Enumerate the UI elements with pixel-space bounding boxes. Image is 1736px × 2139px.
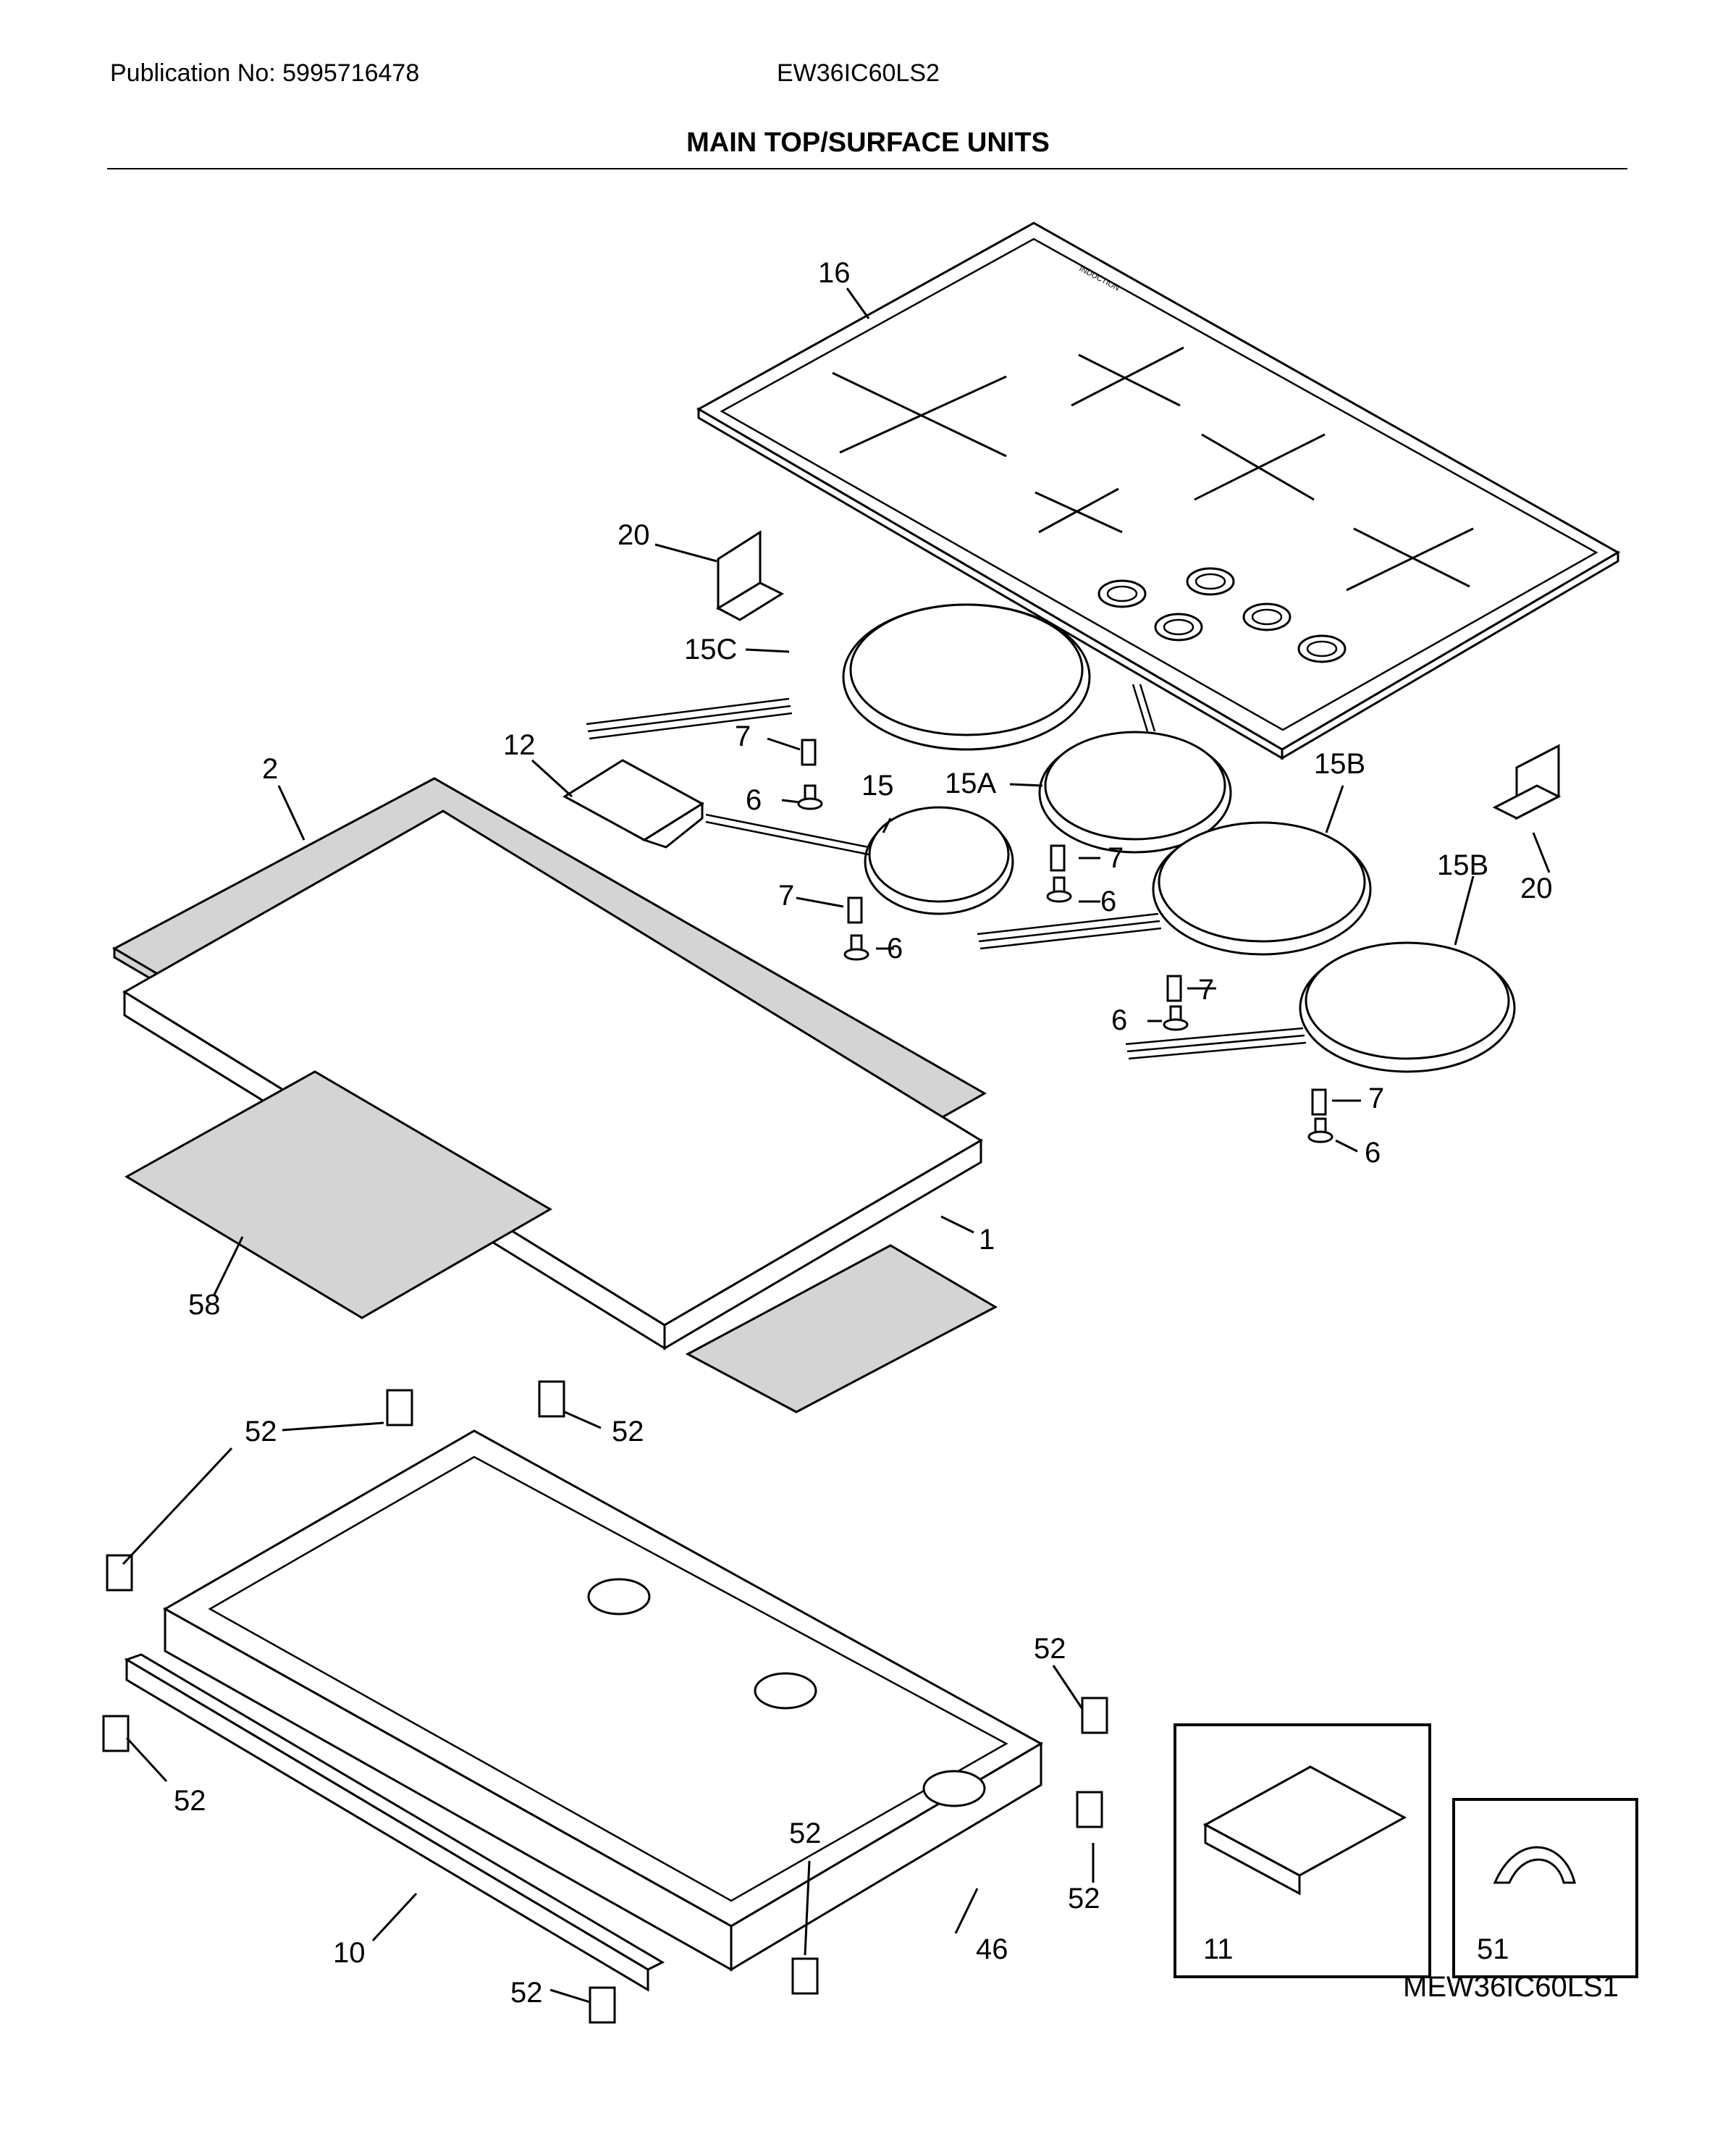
induction-element-part-15[interactable] — [705, 806, 1014, 915]
callout-16: 16 — [818, 257, 851, 289]
publication-number: Publication No: 5995716478 — [110, 59, 420, 87]
induction-element-part-15c[interactable] — [586, 603, 1091, 751]
callout-51: 51 — [1477, 1933, 1509, 1965]
callout-1: 1 — [979, 1224, 995, 1256]
inset-part-11[interactable] — [1174, 1723, 1431, 1978]
cooking-zone-marks — [832, 346, 1474, 592]
callout-6-d: 6 — [1111, 1004, 1127, 1036]
callout-46: 46 — [976, 1933, 1008, 1965]
callout-12: 12 — [503, 729, 536, 761]
diagram-code: MEW36IC60LS1 — [1403, 1971, 1619, 2003]
callout-20-left: 20 — [618, 519, 650, 551]
callout-52-f: 52 — [1068, 1883, 1100, 1915]
callout-6-e: 6 — [1365, 1137, 1381, 1169]
title-rule — [107, 168, 1627, 169]
induction-element-part-15a[interactable] — [1038, 684, 1232, 854]
callout-11: 11 — [1203, 1933, 1234, 1965]
model-number: EW36IC60LS2 — [777, 59, 940, 87]
mounting-bracket-part-20-left[interactable] — [715, 530, 785, 621]
callout-7-d: 7 — [1198, 974, 1214, 1006]
callout-6-b: 6 — [1100, 886, 1116, 917]
callout-labels: 16 20 15C 12 7 6 15 15A 15B 20 15B 2 7 6… — [174, 257, 1553, 2009]
callout-52-d: 52 — [174, 1785, 206, 1817]
callout-6-c: 6 — [887, 933, 903, 965]
clips-part-52[interactable] — [102, 1380, 1108, 2024]
callout-15a: 15A — [945, 768, 996, 799]
bracket-part-12[interactable] — [562, 759, 704, 849]
base-pan-part-46[interactable] — [162, 1429, 1044, 1972]
callout-10: 10 — [333, 1937, 366, 1969]
callout-15b-upper: 15B — [1314, 748, 1365, 780]
callout-7-c: 7 — [778, 880, 794, 912]
callout-52-g: 52 — [510, 1977, 543, 2009]
callout-52-b: 52 — [612, 1416, 644, 1447]
touch-controls — [1097, 567, 1347, 663]
callout-15c: 15C — [684, 634, 737, 665]
front-trim-part-10[interactable] — [124, 1653, 665, 1992]
callout-52-e: 52 — [789, 1817, 822, 1849]
callout-7-a: 7 — [735, 720, 751, 752]
callout-6-a: 6 — [746, 784, 762, 816]
callout-15b-lower: 15B — [1437, 849, 1488, 881]
springs-and-screws[interactable] — [797, 739, 1333, 1143]
page-title: MAIN TOP/SURFACE UNITS — [686, 127, 1050, 158]
callout-2: 2 — [262, 753, 278, 785]
callout-20-right: 20 — [1520, 873, 1553, 904]
callout-58: 58 — [188, 1289, 221, 1321]
callout-15: 15 — [861, 770, 894, 802]
inset-part-51[interactable] — [1452, 1798, 1638, 1978]
induction-element-part-15b-lower[interactable] — [1125, 941, 1516, 1073]
callout-52-c: 52 — [1034, 1633, 1066, 1665]
callout-7-b: 7 — [1108, 842, 1124, 874]
insulation-part-58[interactable] — [125, 1070, 998, 1413]
leader-lines — [122, 287, 1551, 2004]
induction-element-part-15b-upper[interactable] — [977, 821, 1372, 956]
callout-7-e: 7 — [1368, 1083, 1384, 1114]
glass-cooktop-part-16[interactable]: INDUCTION — [696, 222, 1621, 760]
callout-52-a: 52 — [245, 1416, 277, 1447]
mounting-bracket-part-20-right[interactable] — [1492, 744, 1562, 820]
